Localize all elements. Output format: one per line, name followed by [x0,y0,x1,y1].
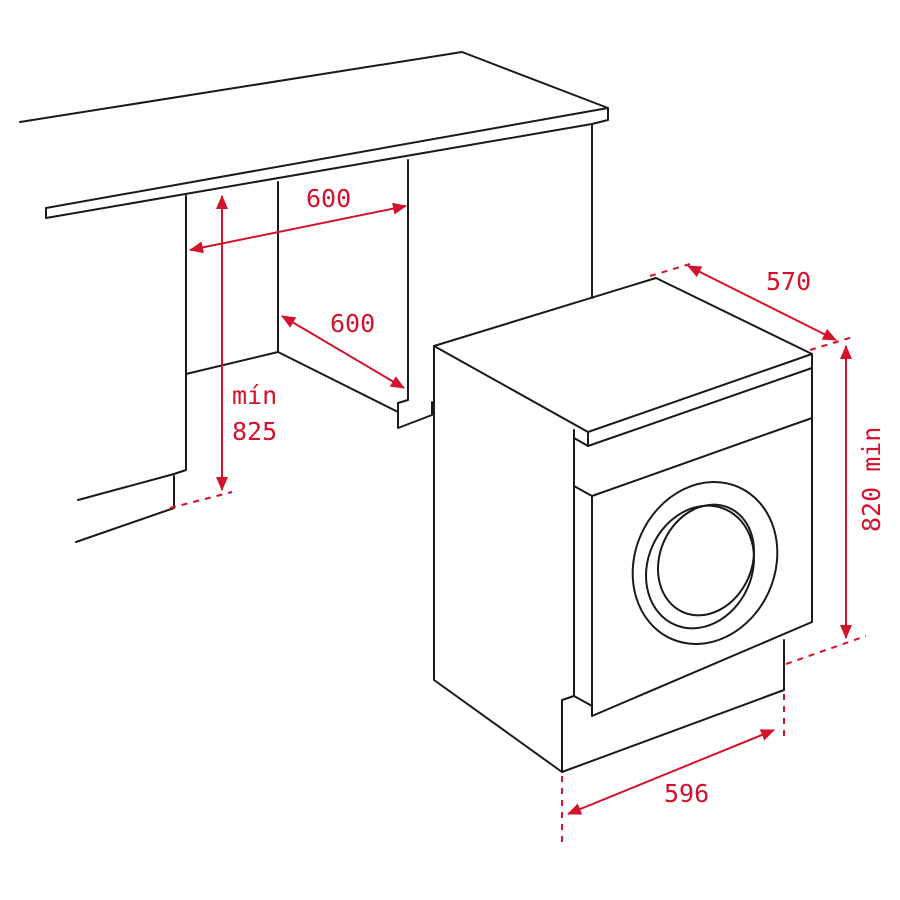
niche-depth-label: 600 [330,309,375,338]
niche-height-prefix-label: mín [232,381,277,410]
niche-height-label: 825 [232,417,277,446]
door-glass [657,503,755,617]
door-outer [631,481,779,645]
machine-width-label: 596 [664,779,709,808]
niche-height-dimension: mín 825 [169,195,277,509]
machine-depth-dimension: 570 [649,263,857,351]
machine-height-dimension: 820 min [785,345,886,665]
machine-depth-label: 570 [766,267,811,296]
niche-depth-dimension: 600 [281,309,405,389]
washing-machine [433,277,813,773]
cabinet-niche [75,123,593,543]
niche-width-label: 600 [306,184,351,213]
machine-width-dimension: 596 [561,694,785,846]
door-inner [645,504,755,630]
machine-height-label: 820 min [857,427,886,532]
